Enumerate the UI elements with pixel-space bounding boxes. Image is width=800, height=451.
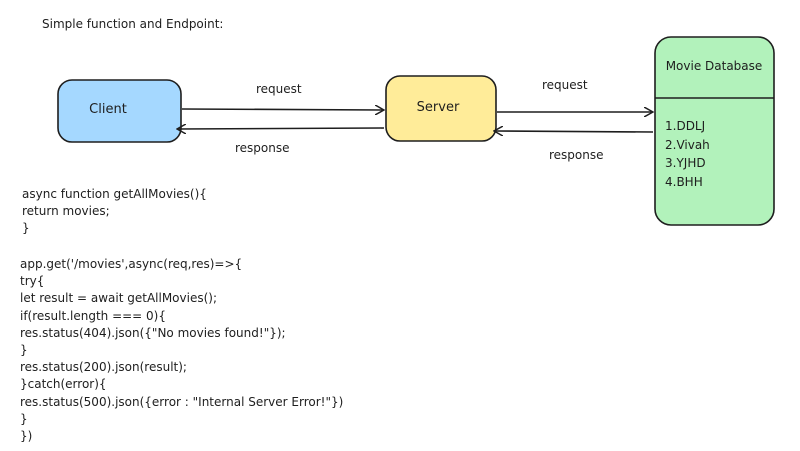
server-to-client-arrow <box>178 128 385 129</box>
server-label: Server <box>417 100 460 115</box>
database-to-server-arrow <box>495 131 654 132</box>
database-item: 1.DDLJ <box>665 119 706 133</box>
client-to-server-arrow <box>181 109 383 110</box>
database-item: 3.YJHD <box>665 156 706 170</box>
server-node: Server <box>385 75 497 142</box>
client-to-server-label: request <box>256 82 302 96</box>
database-item: 4.BHH <box>665 174 703 189</box>
database-item-list: 1.DDLJ 2.Vivah 3.YJHD 4.BHH <box>665 117 710 191</box>
database-box <box>654 36 775 226</box>
function-code-block: async function getAllMovies(){ return mo… <box>22 187 207 236</box>
database-item: 2.Vivah <box>665 137 710 152</box>
client-label: Client <box>89 102 127 117</box>
endpoint-code-block: app.get('/movies',async(req,res)=>{ try{… <box>20 257 344 444</box>
diagram-title: Simple function and Endpoint: <box>42 17 224 31</box>
client-box <box>57 79 182 143</box>
database-node: Movie Database <box>654 36 775 226</box>
server-to-client-label: response <box>235 141 290 155</box>
database-to-server-label: response <box>549 148 604 162</box>
database-title: Movie Database <box>666 59 763 73</box>
server-box <box>385 75 497 142</box>
client-node: Client <box>57 79 182 143</box>
server-to-database-label: request <box>542 78 588 92</box>
